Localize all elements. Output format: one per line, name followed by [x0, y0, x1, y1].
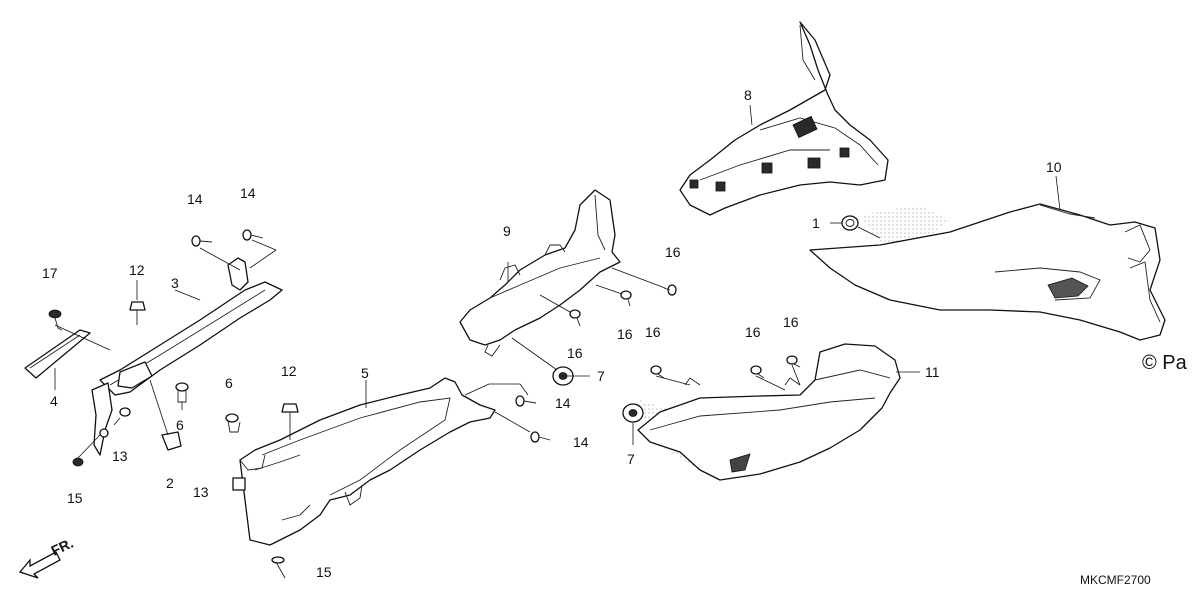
part-14-screw-a	[191, 235, 213, 247]
front-direction-arrow: FR.	[18, 535, 76, 579]
part-16-screw-a	[569, 309, 581, 327]
label-14-a: 14	[187, 191, 203, 207]
part-11-lower-cover	[637, 343, 901, 481]
label-5: 5	[361, 365, 369, 381]
leader-lines	[54, 104, 1061, 459]
label-9: 9	[503, 223, 511, 239]
label-11: 11	[925, 364, 940, 380]
diagram-code: MKCMF2700	[1080, 573, 1151, 587]
part-9-bracket	[459, 189, 621, 357]
part-13-nut	[119, 407, 131, 417]
label-2: 2	[166, 475, 174, 491]
label-4: 4	[50, 393, 58, 409]
label-6-left: 6	[176, 417, 184, 433]
label-10: 10	[1046, 159, 1062, 175]
part-2-clip	[161, 431, 182, 451]
part-number-labels: 1 2 3 4 5 6 6 7 7 8 9 10 11 12 12 13 13 …	[42, 87, 1062, 580]
label-8: 8	[744, 87, 752, 103]
part-16-screw-f	[786, 355, 801, 368]
part-17-clip	[48, 309, 63, 331]
label-16-e: 16	[745, 324, 761, 340]
label-7-lower: 7	[627, 451, 635, 467]
label-15-left: 15	[67, 490, 83, 506]
label-13-center: 13	[193, 484, 209, 500]
part-16-screw-c	[663, 284, 677, 296]
label-17: 17	[42, 265, 58, 281]
part-12-bolt-left	[129, 301, 146, 325]
copyright-text: © Pa	[1142, 352, 1188, 374]
part-15-screw-bottom	[271, 556, 286, 579]
label-13-left: 13	[112, 448, 128, 464]
label-16-f: 16	[783, 314, 799, 330]
label-16-b: 16	[617, 326, 633, 342]
label-14-c: 14	[555, 395, 571, 411]
front-arrow-label: FR.	[49, 535, 76, 559]
label-14-b: 14	[240, 185, 256, 201]
part-7-grommet-lower	[622, 403, 644, 423]
label-6-center: 6	[225, 375, 233, 391]
label-12-left: 12	[129, 262, 145, 278]
part-16-screw-e	[750, 365, 765, 379]
part-10-side-cover	[809, 203, 1166, 341]
part-14-screw-c	[515, 395, 537, 407]
part-8-inner-cover	[679, 21, 889, 216]
label-16-d: 16	[645, 324, 661, 340]
part-16-screw-d	[650, 365, 665, 379]
part-5-side-cover	[232, 377, 496, 546]
label-15-bottom: 15	[316, 564, 332, 580]
label-7-upper: 7	[597, 368, 605, 384]
part-15-screw-left	[72, 457, 84, 467]
part-4-reflector	[24, 329, 91, 379]
part-14-screw-d	[530, 431, 551, 443]
part-12-bolt-center	[281, 403, 299, 428]
label-3: 3	[171, 275, 179, 291]
label-16-c: 16	[665, 244, 681, 260]
label-12-center: 12	[281, 363, 297, 379]
part-1-grommet	[841, 215, 859, 231]
part-6-collar-left	[175, 382, 189, 403]
part-3-rail	[91, 257, 283, 456]
part-6-collar-center	[225, 413, 241, 433]
label-1: 1	[812, 215, 820, 231]
part-16-screw-b	[620, 290, 632, 307]
part-14-screw-b	[242, 229, 264, 241]
label-16-a: 16	[567, 345, 583, 361]
label-14-d: 14	[573, 434, 589, 450]
